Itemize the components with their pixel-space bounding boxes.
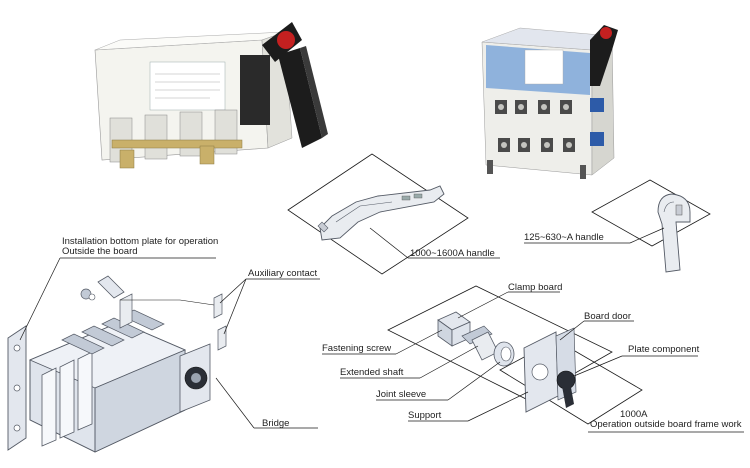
handle-short-box [591, 179, 711, 247]
door-assembly-icon [523, 327, 577, 413]
label-fastening-screw: Fastening screw [322, 343, 392, 354]
bracket-top-icon [80, 275, 125, 301]
label-joint-sleeve: Joint sleeve [376, 389, 427, 400]
auxiliary-contact-icon [213, 293, 227, 351]
clamp-board-icon [437, 311, 493, 347]
label-bridge: Bridge [262, 418, 290, 429]
switch-blue-photo-icon [481, 25, 618, 179]
label-op-line2: Operation outside board frame work [590, 419, 742, 430]
label-installation-line2: Outside the board [62, 246, 138, 257]
handle-long-leader [369, 227, 500, 259]
switch-assembly-icon [28, 293, 211, 453]
switch-photo-icon [94, 22, 328, 169]
handle-long-icon [317, 185, 445, 241]
label-auxiliary-contact: Auxiliary contact [248, 268, 318, 279]
label-clamp-board: Clamp board [508, 282, 563, 293]
label-plate-component: Plate component [628, 344, 700, 355]
label-handle-small: 125~630~A handle [524, 232, 604, 243]
mounting-plate-icon [7, 325, 27, 451]
label-board-door: Board door [584, 311, 632, 322]
label-extended-shaft: Extended shaft [340, 367, 404, 378]
door-assembly-leaders [322, 291, 744, 433]
handle-short-icon [657, 193, 691, 273]
label-handle-large: 1000~1600A handle [410, 248, 495, 259]
handle-short-leader [524, 227, 665, 244]
label-op-line1: 1000A [620, 409, 648, 420]
handle-long-box [287, 153, 469, 275]
main-assembly-leaders [19, 257, 320, 429]
label-installation-line1: Installation bottom plate for operation [62, 236, 219, 247]
joint-sleeve-icon [493, 341, 515, 367]
label-support: Support [408, 410, 442, 421]
door-panel-box [387, 285, 643, 425]
